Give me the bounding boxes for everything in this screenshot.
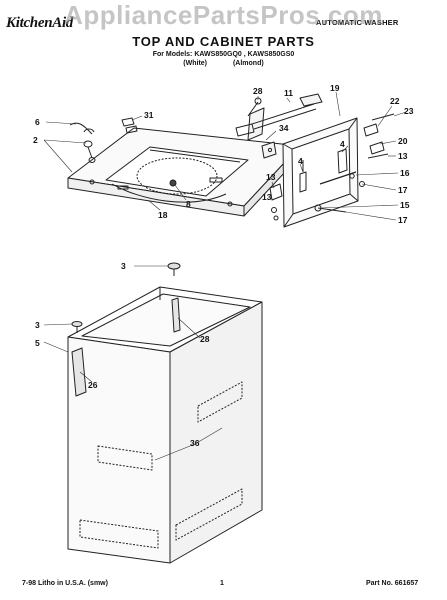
callout-31: 31 [144,110,154,120]
color-almond: (Almond) [232,60,264,67]
model-numbers: For Models: KAWS850GQ0 , KAWS850GS0 [152,51,295,58]
cabinet-screws [71,262,181,333]
callout-16: 16 [400,168,410,178]
page-title: TOP AND CABINET PARTS [132,34,315,49]
washer-lid [282,117,359,228]
color-variants: (White) (Almond) [0,60,447,67]
top-spring-clip [69,122,96,163]
page-number: 1 [220,580,224,587]
callout-23: 23 [404,106,414,116]
callout-numbers: 6 2 31 18 8 28 11 34 19 22 23 20 13 16 1… [33,83,414,448]
callout-28-top: 28 [253,86,263,96]
brand-logo: KitchenAid [6,15,74,31]
callout-4-left: 4 [298,156,303,166]
lid-pin [169,179,177,187]
callout-6: 6 [35,117,40,127]
callout-18: 18 [158,210,168,220]
lid-hardware [269,113,395,221]
callout-17-lower: 17 [398,215,408,225]
callout-36: 36 [190,438,200,448]
callout-13-left: 13 [266,172,276,182]
callout-8: 8 [186,199,191,209]
hinge-clip [121,117,138,134]
hinge-rod-assembly [235,93,323,159]
callout-26: 26 [88,380,98,390]
callout-15: 15 [400,200,410,210]
callout-3-lower: 3 [35,320,40,330]
callout-11: 11 [284,88,293,98]
washer-cabinet [67,286,263,564]
callout-19: 19 [330,83,340,93]
callout-20: 20 [398,136,408,146]
callout-28-cabinet: 28 [200,334,210,344]
callout-13-lower: 13 [262,192,272,202]
print-info: 7-98 Litho in U.S.A. (smw) [22,580,108,587]
callout-leader-lines [43,91,407,461]
callout-3-upper: 3 [121,261,126,271]
callout-17-upper: 17 [398,185,408,195]
callout-34: 34 [279,123,289,133]
callout-2: 2 [33,135,38,145]
callout-13-right: 13 [398,151,408,161]
callout-4-right: 4 [340,139,345,149]
callout-5: 5 [35,338,40,348]
document-type: AUTOMATIC WASHER [316,18,399,27]
color-white: (White) [183,60,208,67]
callout-22: 22 [390,96,400,106]
part-number: Part No. 661657 [366,580,419,587]
